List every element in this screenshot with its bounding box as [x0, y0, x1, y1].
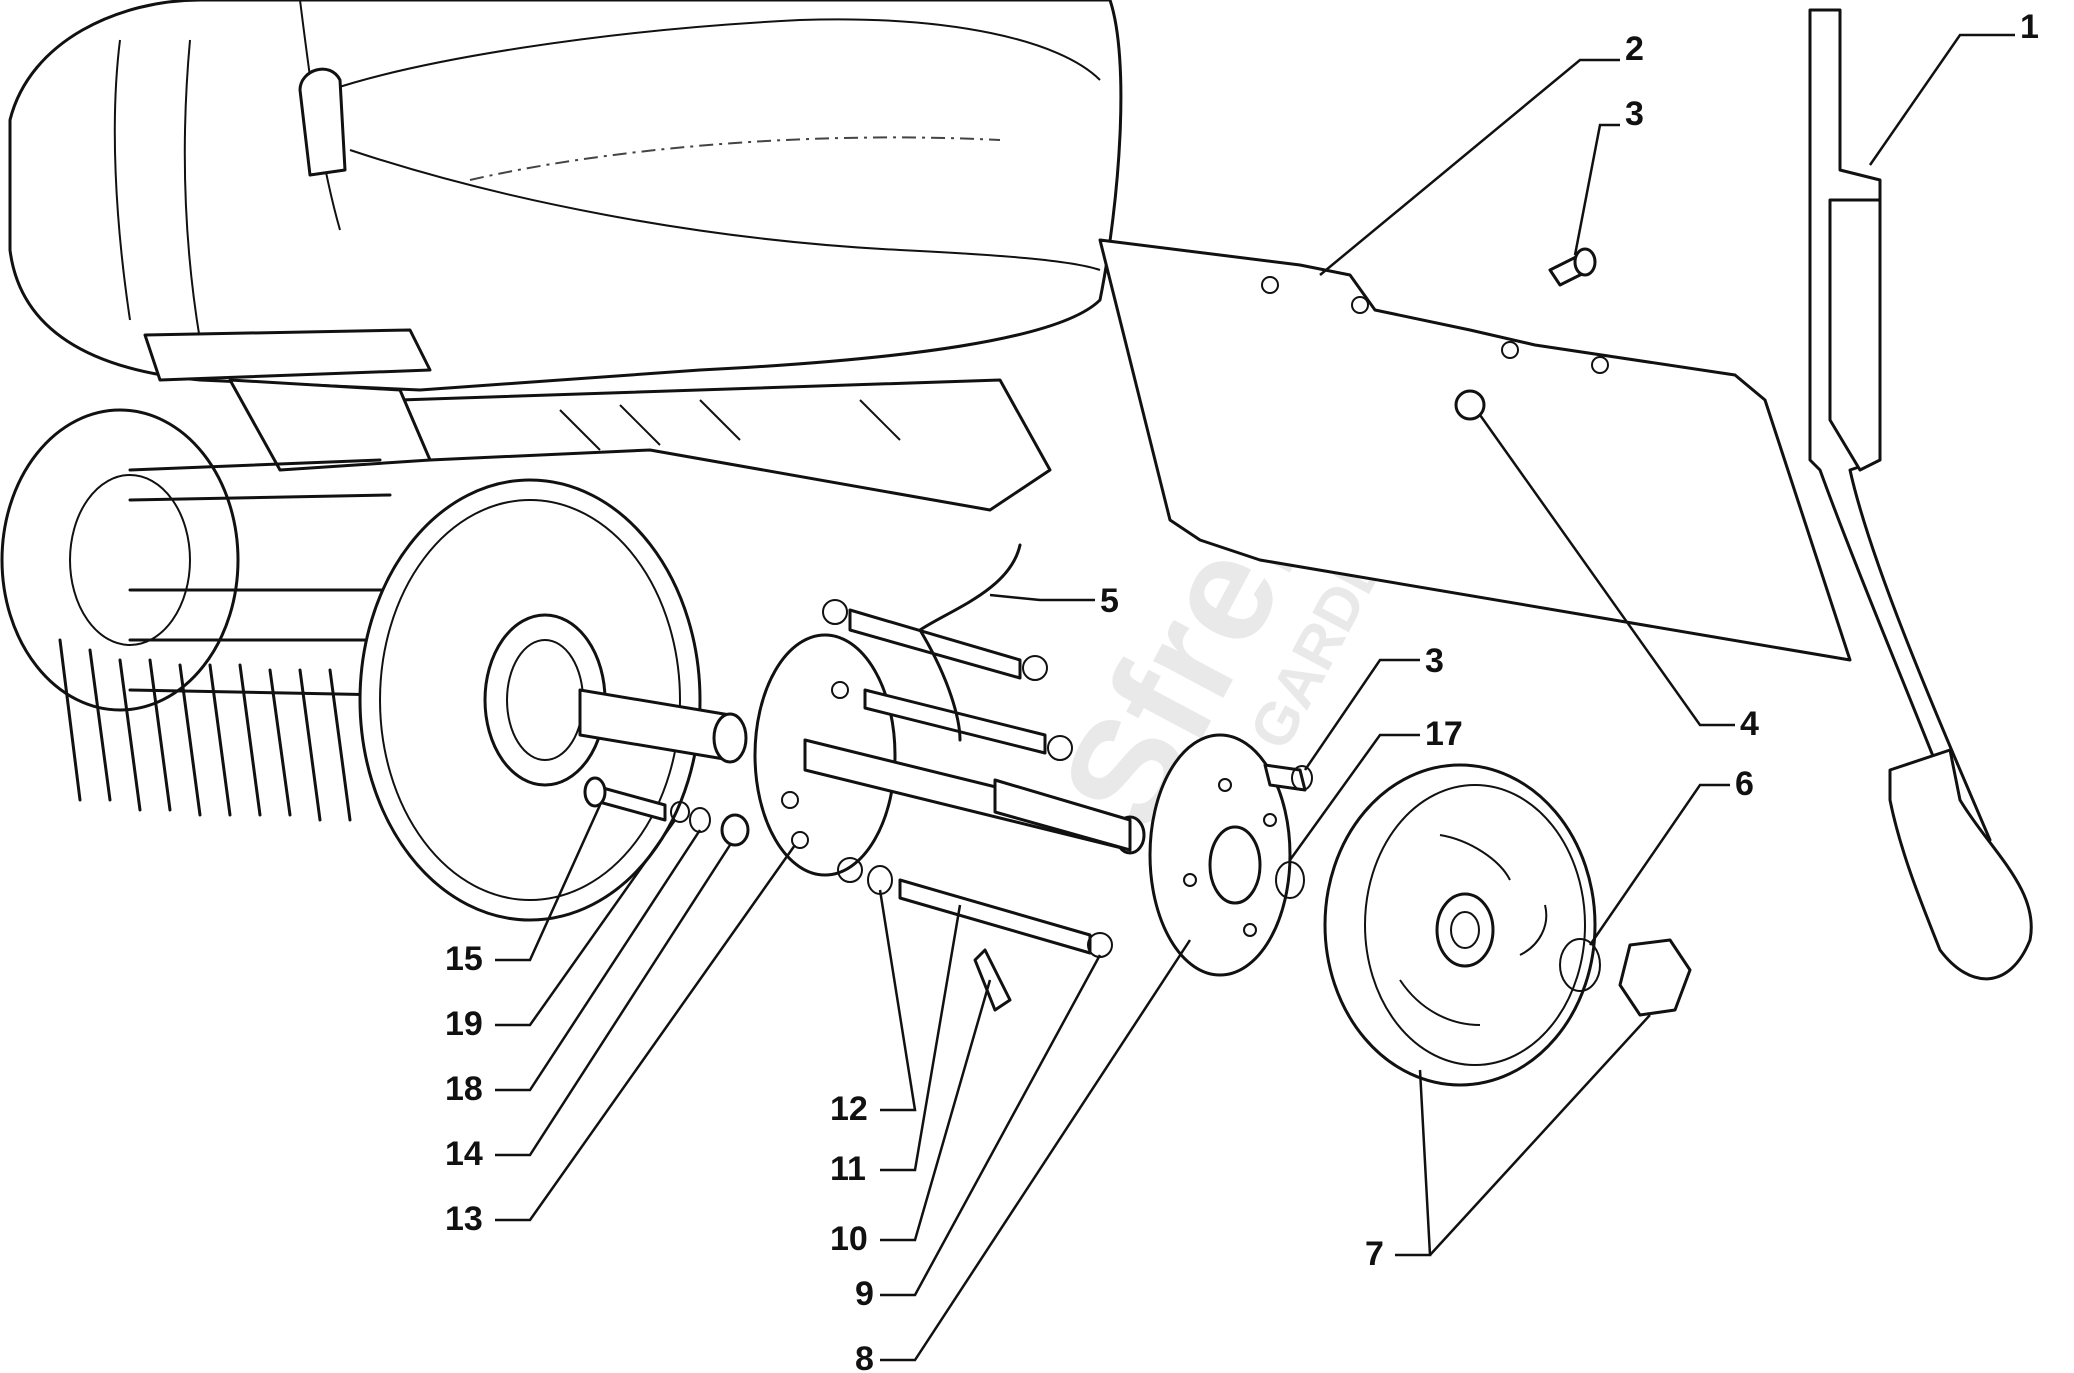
callout-19: 19 — [445, 1005, 483, 1043]
callout-1: 1 — [2020, 8, 2039, 46]
callout-18: 18 — [445, 1070, 483, 1108]
callout-3-upper: 3 — [1625, 95, 1644, 133]
callout-10: 10 — [830, 1220, 868, 1258]
callout-17: 17 — [1425, 715, 1463, 753]
small-bolt-lower — [1263, 763, 1313, 792]
ring-washer — [1275, 861, 1305, 899]
callout-9: 9 — [855, 1275, 874, 1313]
machine-body — [8, 0, 1123, 512]
side-guard-arm — [1808, 8, 2033, 981]
bolt-assembly — [583, 776, 750, 847]
hubcap — [1618, 938, 1692, 1017]
callout-15: 15 — [445, 940, 483, 978]
wheel — [1323, 763, 1597, 1087]
callout-11: 11 — [830, 1150, 866, 1188]
side-cover-disc — [358, 478, 702, 922]
callout-7: 7 — [1365, 1235, 1384, 1273]
pins-and-spacers — [822, 543, 1113, 1012]
callout-12: 12 — [830, 1090, 868, 1128]
callout-labels: 1 2 3 4 5 3 17 6 7 15 19 18 14 13 12 11 … — [445, 8, 2039, 1373]
callout-3-lower: 3 — [1425, 642, 1444, 680]
axle-shaft — [578, 688, 748, 764]
callout-5: 5 — [1100, 582, 1119, 620]
callout-8: 8 — [855, 1340, 874, 1373]
leader-lines — [495, 33, 2015, 1362]
callout-6: 6 — [1735, 765, 1754, 803]
callout-4: 4 — [1740, 705, 1759, 743]
callout-13: 13 — [445, 1200, 483, 1238]
hub-plate — [1148, 733, 1292, 977]
retaining-ring — [1559, 938, 1601, 992]
deflector-plate — [1098, 238, 1852, 662]
small-bolt-upper — [1548, 247, 1597, 287]
callout-2: 2 — [1625, 30, 1644, 68]
center-shaft — [803, 738, 1146, 855]
callout-14: 14 — [445, 1135, 483, 1173]
tine-rotor — [0, 408, 392, 822]
